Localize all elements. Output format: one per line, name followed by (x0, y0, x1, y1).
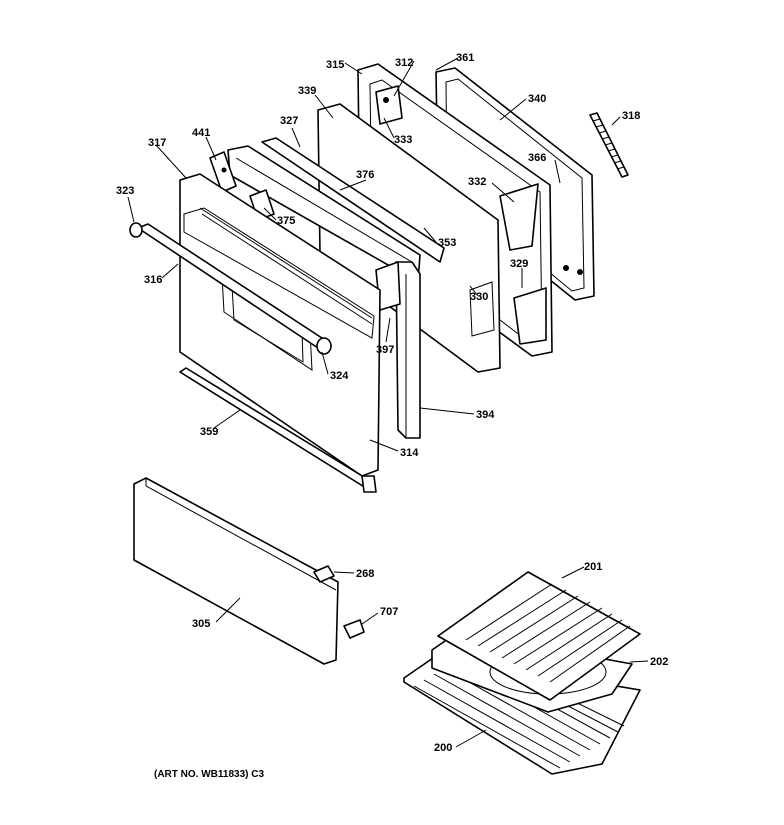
callout-329: 329 (510, 258, 528, 270)
callout-376: 376 (356, 169, 374, 181)
callout-268: 268 (356, 568, 374, 580)
callout-327: 327 (280, 115, 298, 127)
callout-200: 200 (434, 742, 452, 754)
broiler-grid-201 (437, 571, 641, 701)
callout-312: 312 (395, 57, 413, 69)
callout-315: 315 (326, 59, 344, 71)
heat-shield-376 (227, 137, 445, 283)
callout-323: 323 (116, 185, 134, 197)
callout-317: 317 (148, 137, 166, 149)
callout-202: 202 (650, 656, 668, 668)
callout-340: 340 (528, 93, 546, 105)
bottom-trim-359 (179, 367, 377, 493)
callout-316: 316 (144, 274, 162, 286)
callout-labels: 315 312 361 339 340 318 327 333 441 317 … (116, 52, 668, 754)
art-number-footer: (ART NO. WB11833) C3 (154, 769, 264, 780)
callout-366: 366 (528, 152, 546, 164)
bracket-441 (209, 151, 237, 193)
door-channel-394 (375, 261, 421, 439)
callout-314: 314 (400, 447, 419, 459)
callout-339: 339 (298, 85, 316, 97)
callout-324: 324 (330, 370, 349, 382)
callout-330: 330 (470, 291, 488, 303)
hardware-268 (313, 565, 335, 583)
callout-441: 441 (192, 127, 210, 139)
callout-353: 353 (438, 237, 456, 249)
drawer-panel-305 (133, 477, 339, 665)
hardware-707 (343, 619, 365, 639)
door-handle-316 (129, 222, 332, 355)
callout-359: 359 (200, 426, 218, 438)
callout-375: 375 (277, 215, 295, 227)
callout-318: 318 (622, 110, 640, 122)
callout-333: 333 (394, 134, 412, 146)
hinge-spring-318 (589, 112, 629, 178)
leader-lines (127, 57, 649, 748)
callout-707: 707 (380, 606, 398, 618)
callout-361: 361 (456, 52, 474, 64)
callout-394: 394 (476, 409, 495, 421)
callout-397: 397 (376, 344, 394, 356)
callout-201: 201 (584, 561, 602, 573)
callout-305: 305 (192, 618, 210, 630)
callout-332: 332 (468, 176, 486, 188)
